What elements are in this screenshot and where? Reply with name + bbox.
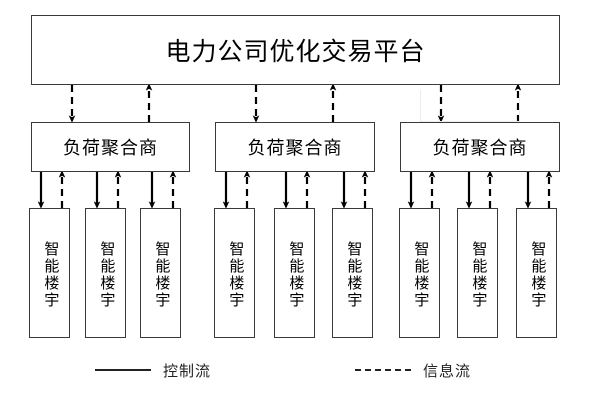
building-label-7: 智能楼宇 xyxy=(470,241,487,309)
building-label-5: 智能楼宇 xyxy=(345,241,362,309)
legend: 控制流 信息流 xyxy=(0,356,600,384)
building-node-1[interactable]: 智能楼宇 xyxy=(85,208,126,338)
building-node-8[interactable]: 智能楼宇 xyxy=(516,208,557,338)
building-label-1: 智能楼宇 xyxy=(98,241,115,309)
aggregator-label-0: 负荷聚合商 xyxy=(63,138,158,158)
solid-line-icon xyxy=(95,369,151,371)
aggregator-node-2[interactable]: 负荷聚合商 xyxy=(400,122,560,172)
platform-label: 电力公司优化交易平台 xyxy=(165,39,426,66)
building-node-2[interactable]: 智能楼宇 xyxy=(140,208,181,338)
legend-label-info-flow: 信息流 xyxy=(423,361,472,380)
building-to-aggregator-info-edges xyxy=(58,170,553,208)
building-label-3: 智能楼宇 xyxy=(227,241,244,309)
legend-item-info-flow: 信息流 xyxy=(355,356,471,384)
aggregator-label-2: 负荷聚合商 xyxy=(432,138,528,158)
building-label-4: 智能楼宇 xyxy=(287,241,304,309)
aggregator-to-building-control-edges xyxy=(37,172,532,209)
building-node-4[interactable]: 智能楼宇 xyxy=(274,208,315,338)
legend-item-control-flow: 控制流 xyxy=(95,356,211,384)
building-node-5[interactable]: 智能楼宇 xyxy=(332,208,373,338)
building-label-6: 智能楼宇 xyxy=(412,241,429,309)
building-node-6[interactable]: 智能楼宇 xyxy=(399,208,440,338)
aggregator-node-1[interactable]: 负荷聚合商 xyxy=(215,122,375,172)
building-node-3[interactable]: 智能楼宇 xyxy=(214,208,255,338)
building-label-2: 智能楼宇 xyxy=(153,241,170,309)
aggregator-label-1: 负荷聚合商 xyxy=(247,138,343,158)
building-node-0[interactable]: 智能楼宇 xyxy=(29,208,70,338)
building-node-7[interactable]: 智能楼宇 xyxy=(457,208,498,338)
aggregator-node-0[interactable]: 负荷聚合商 xyxy=(31,122,190,172)
selection-artifact-rect xyxy=(420,90,520,122)
building-label-8: 智能楼宇 xyxy=(529,241,546,309)
dashed-line-icon xyxy=(355,369,411,371)
legend-label-control-flow: 控制流 xyxy=(163,361,212,380)
platform-node[interactable]: 电力公司优化交易平台 xyxy=(31,15,560,85)
building-label-0: 智能楼宇 xyxy=(42,241,59,309)
